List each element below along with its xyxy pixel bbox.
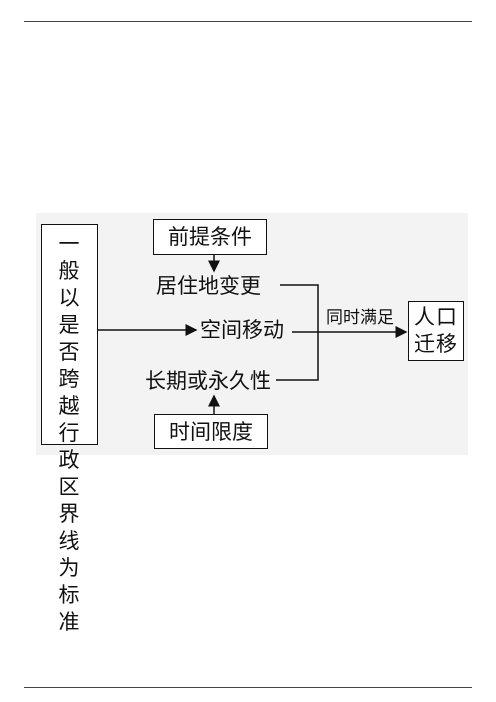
result-box: 人口迁移 [408, 301, 464, 361]
left-criteria-text: 一般以是否跨越行政区界线为标准 [58, 232, 81, 634]
premise-box: 前提条件 [153, 219, 267, 255]
condition-spatial-movement: 空间移动 [200, 318, 284, 342]
left-criteria-box: 一般以是否跨越行政区界线为标准 [41, 224, 98, 634]
result-text: 人口迁移 [414, 305, 458, 356]
time-limit-box: 时间限度 [154, 414, 268, 449]
bottom-rule [24, 687, 472, 688]
top-rule [24, 21, 472, 22]
condition-residence-change: 居住地变更 [156, 274, 261, 298]
time-limit-text: 时间限度 [169, 420, 253, 444]
premise-text: 前提条件 [168, 225, 252, 249]
connector-label: 同时满足 [326, 308, 394, 328]
population-migration-diagram: 一般以是否跨越行政区界线为标准 前提条件 居住地变更 空间移动 长期或永久性 同… [36, 213, 468, 634]
condition-long-term: 长期或永久性 [145, 369, 271, 393]
connector-lines [98, 255, 408, 414]
